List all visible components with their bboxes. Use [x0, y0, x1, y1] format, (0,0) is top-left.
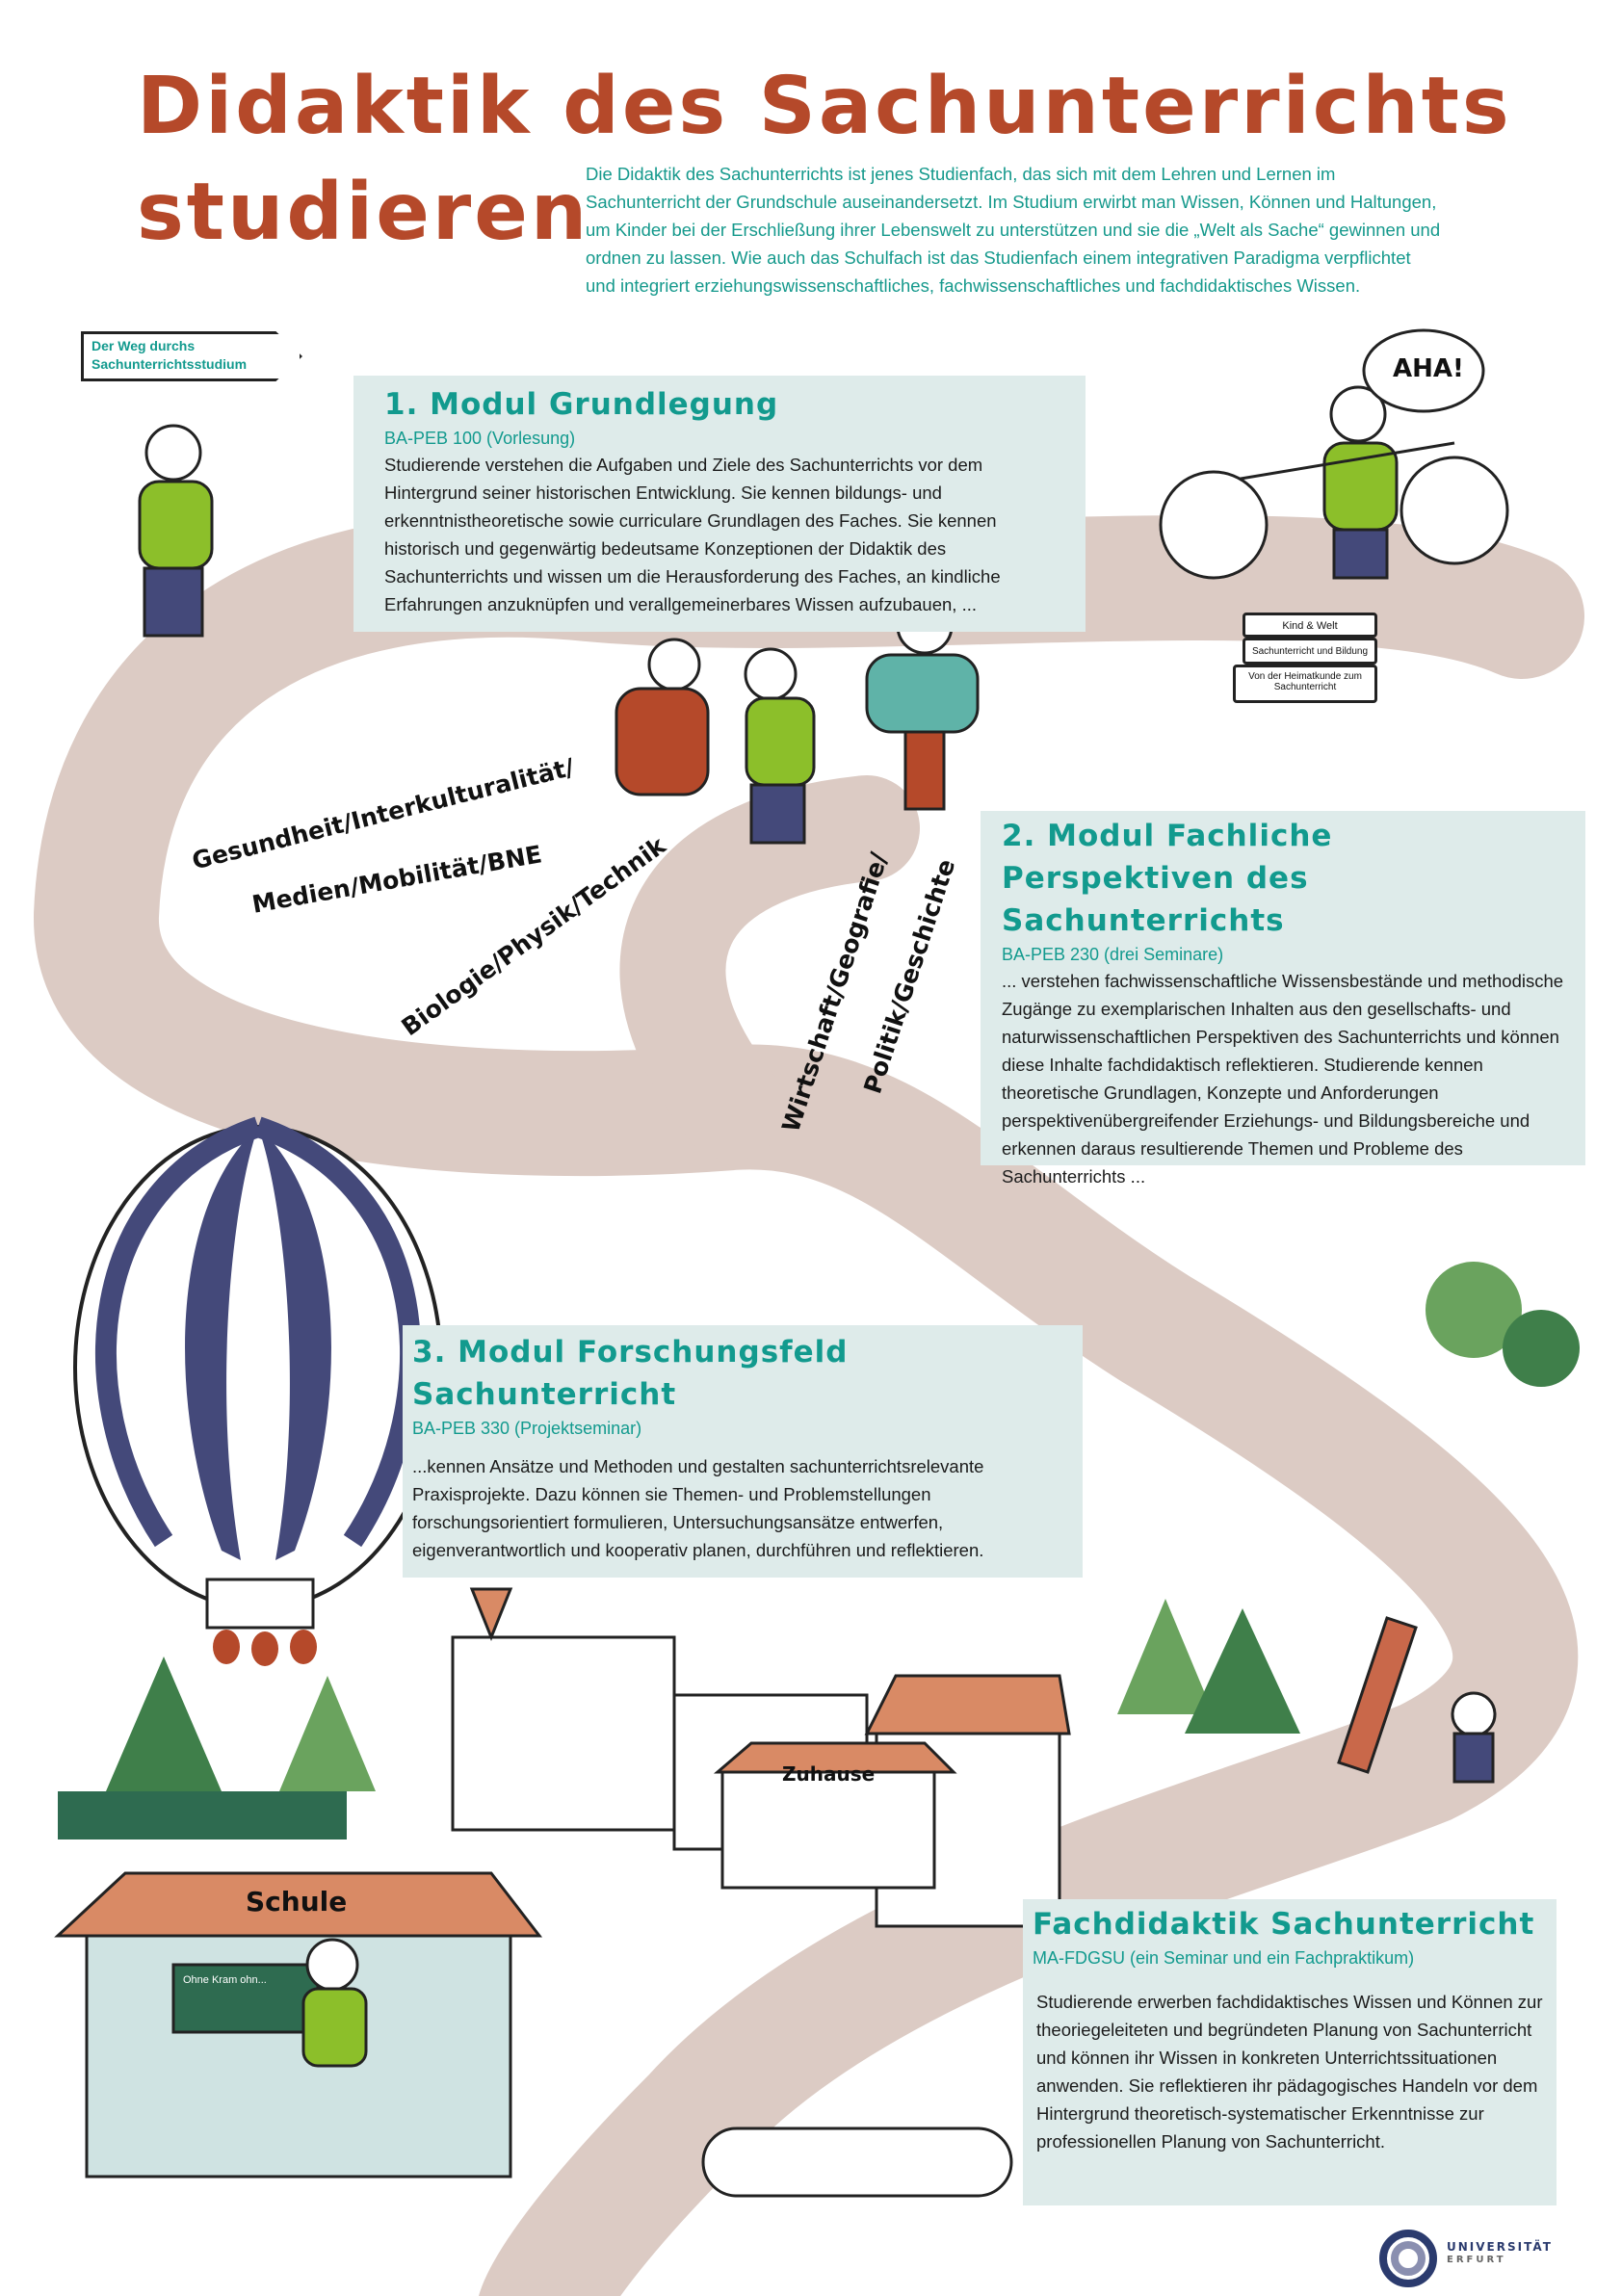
school-sign: Schule — [246, 1886, 348, 1918]
module-code: BA-PEB 330 (Projektseminar) — [412, 1419, 642, 1438]
trees — [58, 1262, 1580, 1839]
module-code: BA-PEB 100 (Vorlesung) — [384, 429, 576, 448]
module-title: 3. Modul Forschungsfeld Sachunterricht — [412, 1335, 849, 1412]
module-text: Studierende erwerben fachdidaktisches Wi… — [1036, 1992, 1543, 2152]
sign-line1: Der Weg durchs — [92, 338, 196, 353]
hot-air-balloon — [73, 1116, 443, 1666]
logo-line1: UNIVERSITÄT — [1447, 2240, 1553, 2254]
module-title: 1. Modul Grundlegung — [384, 387, 779, 422]
module-title: 2. Modul Fachliche Perspektiven des Sach… — [1002, 819, 1333, 938]
town-buildings — [54, 1587, 1418, 2198]
page-title-line2: studieren — [137, 167, 590, 258]
module-1-box: 1. Modul Grundlegung BA-PEB 100 (Vorlesu… — [353, 376, 1086, 632]
book-2: Sachunterricht und Bildung — [1243, 638, 1377, 665]
module-code: BA-PEB 230 (drei Seminare) — [1002, 945, 1224, 964]
chalkboard-text: Ohne Kram ohn... — [183, 1974, 267, 1986]
module-text: ... verstehen fachwissenschaftliche Wiss… — [1002, 971, 1564, 1187]
intro-text: Die Didaktik des Sachunterrichts ist jen… — [586, 164, 1441, 296]
module-text: Studierende verstehen die Aufgaben und Z… — [384, 455, 1001, 614]
module-title: Fachdidaktik Sachunterricht — [1033, 1907, 1535, 1942]
module-master-box: Fachdidaktik Sachunterricht MA-FDGSU (ei… — [1023, 1899, 1557, 2205]
module-3-box: 3. Modul Forschungsfeld Sachunterricht B… — [403, 1325, 1083, 1578]
module-2-box: 2. Modul Fachliche Perspektiven des Sach… — [981, 811, 1585, 1187]
speech-bubble-text: AHA! — [1393, 354, 1464, 383]
people — [138, 385, 1509, 2068]
book-3: Von der Heimatkunde zum Sachunterricht — [1233, 665, 1377, 703]
logo-line2: ERFURT — [1447, 2255, 1506, 2265]
book-1: Kind & Welt — [1243, 613, 1377, 638]
university-logo-mark — [1379, 2230, 1437, 2287]
university-logo: UNIVERSITÄT ERFURT — [1447, 2240, 1553, 2267]
path-signpost: Der Weg durchs Sachunterrichtsstudium — [81, 331, 302, 381]
sign-line2: Sachunterrichtsstudium — [92, 356, 248, 372]
module-text: ...kennen Ansätze und Methoden und gesta… — [412, 1456, 984, 1560]
page-title-line1: Didaktik des Sachunterrichts — [137, 61, 1512, 152]
home-sign: Zuhause — [782, 1762, 876, 1786]
module-code: MA-FDGSU (ein Seminar und ein Fachprakti… — [1033, 1948, 1415, 1968]
speech-bubble-shape — [1362, 328, 1485, 413]
